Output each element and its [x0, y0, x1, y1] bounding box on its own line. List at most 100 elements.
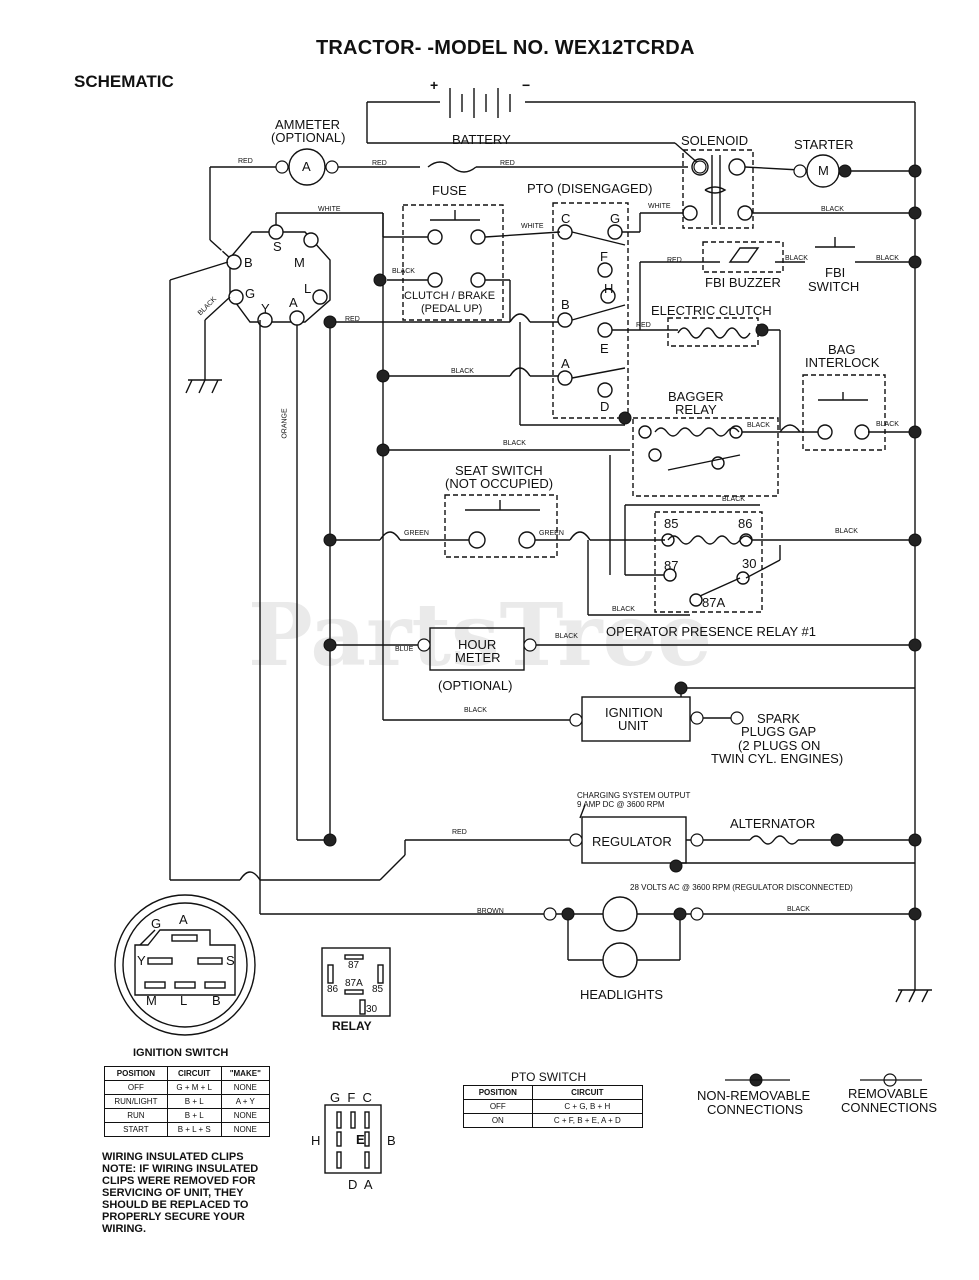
headlight-1: [602, 896, 638, 932]
wire-label-red: RED: [372, 160, 387, 167]
wire-label-black: BLACK: [722, 496, 745, 503]
pto-terminal-e: E: [600, 341, 609, 356]
spark-label-3: (2 PLUGS ON: [738, 738, 821, 753]
spark-label-1: SPARK: [757, 711, 801, 726]
wire-label-orange: ORANGE: [281, 408, 289, 439]
table-row: ON C + F, B + E, A + D: [463, 1113, 644, 1128]
bagger-relay-box: [632, 417, 779, 497]
fbi-switch-label-1: FBI: [825, 265, 846, 280]
wire-label-white: WHITE: [521, 223, 544, 230]
wire-label-blue: BLUE: [395, 646, 414, 653]
wire-label-red: RED: [636, 322, 651, 329]
pto-terminal-h: H: [604, 281, 614, 296]
wire-label-black: BLACK: [555, 633, 578, 640]
wire-label-red: RED: [452, 829, 467, 836]
table-cell: C + F, B + E, A + D: [531, 1113, 644, 1128]
bag-interlock-label-2: INTERLOCK: [805, 355, 880, 370]
pto-terminal-b: B: [561, 297, 570, 312]
wire-label-red: RED: [345, 316, 360, 323]
table-cell: A + Y: [220, 1094, 271, 1109]
table-row: OFF G + M + L NONE: [104, 1080, 271, 1095]
clutch-brake-box: [402, 204, 504, 321]
fuse-label: FUSE: [432, 183, 467, 198]
hour-meter-box: [429, 627, 525, 671]
wire-label-white: WHITE: [648, 203, 671, 210]
wire-label-red: RED: [667, 257, 682, 264]
clips-note-line: SHOULD BE REPLACED TO: [102, 1199, 249, 1211]
relay-terminal-86: 86: [738, 516, 753, 531]
ignition-unit-label-2: UNIT: [618, 718, 649, 733]
relay-diagram: [321, 947, 391, 1017]
battery-minus: −: [522, 77, 531, 93]
clutch-brake-sub-label: (PEDAL UP): [421, 303, 483, 315]
fuse-symbol: [427, 161, 477, 173]
table-cell: OFF: [104, 1080, 168, 1095]
ignition-plug-diagram: [114, 894, 256, 1036]
wire-label-black: BLACK: [876, 255, 899, 262]
pto-terminal-f: F: [600, 249, 608, 264]
clips-note-line: CLIPS WERE REMOVED FOR: [102, 1175, 256, 1187]
fbi-buzzer-label: FBI BUZZER: [705, 275, 781, 290]
pto-diag-left: H: [311, 1133, 321, 1148]
plug-label-s: S: [226, 953, 235, 968]
solenoid-box: [682, 149, 754, 229]
table-cell: NONE: [220, 1080, 271, 1095]
clips-note-line: SERVICING OF UNIT, THEY: [102, 1187, 244, 1199]
relay-diag-85: 85: [372, 984, 384, 995]
pto-diag-top: G F C: [330, 1090, 372, 1105]
relay-terminal-30: 30: [742, 556, 757, 571]
pto-terminal-g: G: [610, 211, 621, 226]
wire-label-red: RED: [500, 160, 515, 167]
charging-label-2: 9 AMP DC @ 3600 RPM: [577, 800, 665, 809]
headlights-label: HEADLIGHTS: [580, 987, 664, 1002]
ignition-terminal-b: B: [244, 255, 253, 270]
operator-relay-box: [654, 511, 763, 613]
legend-non-removable-1: NON-REMOVABLE: [697, 1088, 811, 1103]
wire-label-black: BLACK: [821, 206, 844, 213]
wire-label-green: GREEN: [404, 530, 429, 537]
alternator-label: ALTERNATOR: [730, 816, 816, 831]
ignition-table-title: IGNITION SWITCH: [133, 1047, 229, 1059]
wire-label-white: WHITE: [318, 206, 341, 213]
starter-symbol-label: M: [818, 163, 829, 178]
table-header-row: POSITION CIRCUIT: [463, 1085, 644, 1100]
wire-label-black: BLACK: [787, 906, 810, 913]
table-cell: NONE: [220, 1122, 271, 1137]
table-header: CIRCUIT: [166, 1066, 222, 1081]
relay-diag-87: 87: [348, 960, 360, 971]
relay-diag-30: 30: [366, 1004, 378, 1015]
plug-label-b: B: [212, 993, 221, 1008]
table-cell: B + L + S: [166, 1122, 222, 1137]
ignition-terminal-m: M: [294, 255, 305, 270]
fbi-buzzer-box: [702, 241, 784, 273]
spark-label-2: PLUGS GAP: [741, 724, 817, 739]
pto-diag-bottom: D A: [348, 1177, 373, 1192]
table-cell: RUN: [104, 1108, 168, 1123]
wire-label-green: GREEN: [539, 530, 564, 537]
bagger-relay-label-1: BAGGER: [668, 389, 724, 404]
pto-connector-diagram: [324, 1104, 382, 1174]
operator-relay-label: OPERATOR PRESENCE RELAY #1: [606, 624, 816, 639]
table-cell: C + G, B + H: [531, 1099, 644, 1114]
ac-note: 28 VOLTS AC @ 3600 RPM (REGULATOR DISCON…: [630, 883, 853, 892]
legend-removable-2: CONNECTIONS: [841, 1100, 938, 1115]
table-row: RUN/LIGHT B + L A + Y: [104, 1094, 271, 1109]
table-cell: NONE: [220, 1108, 271, 1123]
wire-label-black: BLACK: [747, 422, 770, 429]
clips-note: WIRING INSULATED CLIPS NOTE: IF WIRING I…: [102, 1151, 258, 1235]
pto-switch-table: POSITION CIRCUIT OFF C + G, B + H ON C +…: [463, 1085, 644, 1128]
relay-terminal-87a: 87A: [702, 595, 726, 610]
wire-label-black: BLACK: [876, 421, 899, 428]
table-header: POSITION: [104, 1066, 168, 1081]
wire-label-black: BLACK: [503, 440, 526, 447]
relay-terminal-87: 87: [664, 558, 679, 573]
hour-meter-label-1: HOUR: [458, 637, 497, 652]
ignition-terminal-l: L: [304, 281, 312, 296]
pto-diag-center: E: [356, 1132, 365, 1147]
wire-label-black: BLACK: [835, 528, 858, 535]
relay-label: RELAY: [332, 1019, 372, 1033]
seat-switch-box: [444, 494, 558, 558]
regulator-label: REGULATOR: [592, 834, 672, 849]
seat-switch-label-2: (NOT OCCUPIED): [445, 476, 554, 491]
wire-label-red: RED: [238, 158, 253, 165]
